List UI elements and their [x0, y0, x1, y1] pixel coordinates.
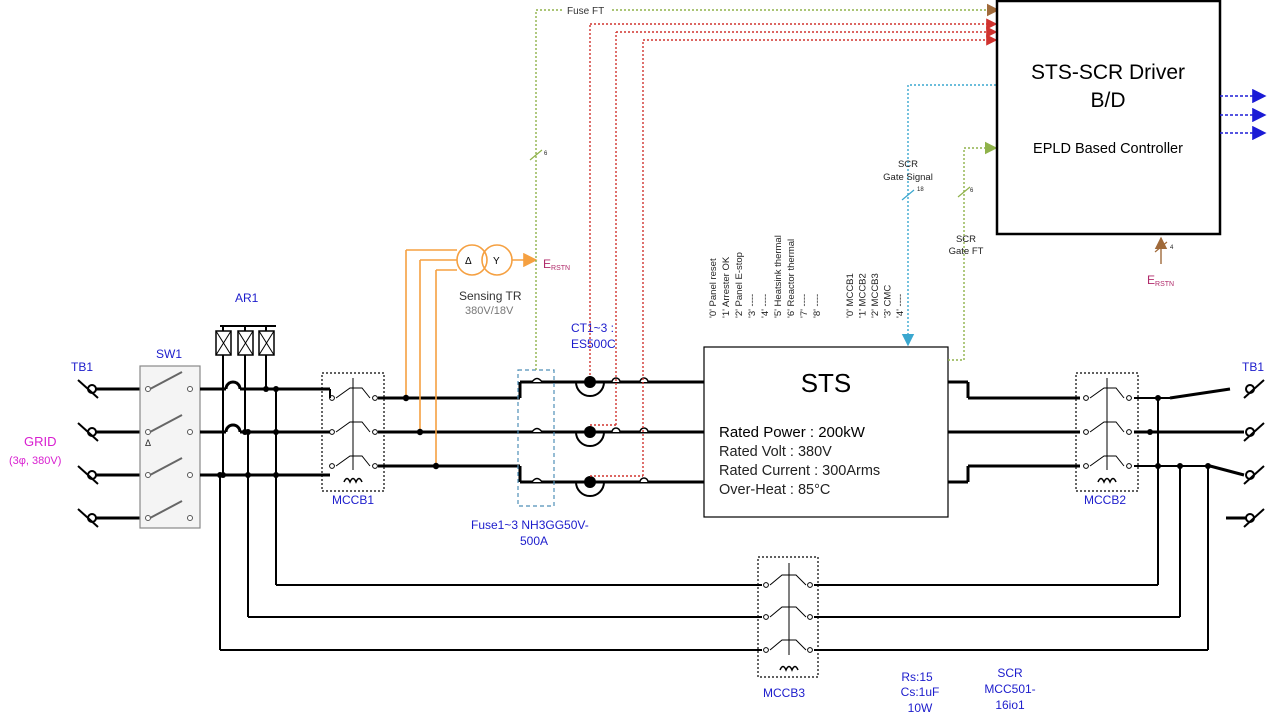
inputs-group1-item: '2' Panel E-stop: [734, 252, 745, 318]
grid-label: GRID: [24, 434, 57, 449]
e-rstn-tr-label: ERSTN: [543, 257, 570, 272]
scr-gate-ft-label2: Gate FT: [949, 246, 984, 257]
tr-delta-mark: Δ: [465, 256, 472, 267]
mccb1-breaker: [321, 372, 385, 492]
scr-gate-signal-count: 18: [917, 187, 924, 193]
driver-title2: B/D: [1090, 89, 1125, 112]
inputs-group1-item: '1' Arrester OK: [721, 256, 732, 318]
sts-box: [703, 346, 949, 518]
fuse-group-box: [517, 369, 555, 507]
driver-box: [995, 0, 1222, 236]
rs-label: Rs:15: [901, 670, 933, 684]
sensing-tr-label: Sensing TR: [459, 289, 522, 303]
inputs-group1-item: '8' ----: [812, 294, 823, 318]
sts-title: STS: [801, 368, 852, 398]
inputs-group1-item: '5' Heatsink thermal: [773, 235, 784, 318]
scr-gate-ft-label1: SCR: [956, 234, 976, 245]
fuse-label-line2: 500A: [520, 534, 548, 548]
scr-module-label3: 16io1: [995, 698, 1025, 712]
sts-rated-current: Rated Current : 300Arms: [719, 463, 880, 479]
inputs-group1-item: '4' ----: [760, 294, 771, 318]
sts-rated-volt: Rated Volt : 380V: [719, 444, 832, 460]
driver-erstn-count: 4: [1170, 245, 1174, 251]
driver-subtitle: EPLD Based Controller: [1033, 141, 1183, 157]
driver-title: STS-SCR Driver: [1031, 61, 1185, 84]
fuse-ft-label: Fuse FT: [567, 6, 604, 17]
cs-label: Cs:1uF: [901, 685, 940, 699]
scr-gate-signal-label1: SCR: [898, 159, 918, 170]
scr-gate-signal: [901, 84, 996, 347]
sts-rated-power: Rated Power : 200kW: [719, 424, 866, 441]
tb1-right-label: TB1: [1242, 360, 1264, 374]
driver-erstn-input: [1154, 236, 1168, 264]
tb1-left-label: TB1: [71, 360, 93, 374]
mccb2-label: MCCB2: [1084, 493, 1126, 507]
scr-module-label1: SCR: [997, 666, 1023, 680]
ct-label-line1: CT1~3 :: [571, 321, 614, 335]
fuse-ft-label-bg: [563, 3, 611, 17]
inputs-group2-item: '2' MCCB3: [870, 273, 881, 318]
sts-over-heat: Over-Heat : 85°C: [719, 482, 830, 498]
inputs-group2-item: '4' ----: [895, 294, 906, 318]
inputs-group1-item: '7' ----: [799, 294, 810, 318]
inputs-group1-item: '6' Reactor thermal: [786, 239, 797, 318]
tb1-right-terminals: [1226, 379, 1265, 528]
scr-gate-ft-signal: [948, 141, 998, 361]
sensing-tr-spec: 380V/18V: [465, 305, 514, 317]
mccb3-breaker: [757, 556, 819, 678]
sw1-label: SW1: [156, 347, 182, 361]
inputs-group2-item: '3' CMC: [883, 285, 894, 318]
scr-module-label2: MCC501-: [984, 682, 1035, 696]
fuse-ft-signal: [529, 3, 1000, 370]
inputs-group2-item: '0' MCCB1: [845, 273, 856, 318]
fuse-ft-count: 6: [544, 151, 548, 157]
grid-spec: (3φ, 380V): [9, 455, 61, 467]
main-bus-right: [948, 380, 1245, 650]
inputs-group2-item: '1' MCCB2: [858, 273, 869, 318]
ct-signal-lines: [589, 18, 998, 477]
inputs-group2: '0' MCCB1'1' MCCB2'2' MCCB3'3' CMC'4' --…: [845, 273, 906, 318]
ar1-arrester: [215, 325, 276, 478]
tr-y-mark: Y: [493, 256, 500, 267]
mccb2-breaker: [1075, 372, 1139, 492]
tb1-left-terminals: [77, 379, 140, 528]
bypass-bus: [220, 584, 1208, 651]
driver-outputs: [1220, 88, 1267, 141]
main-bus-middle: [378, 376, 704, 497]
sw1-delta-mark: Δ: [145, 438, 151, 448]
scr-gate-ft-count: 6: [970, 188, 974, 194]
mccb1-label: MCCB1: [332, 493, 374, 507]
sw1-switch: Δ: [139, 365, 201, 529]
fuse-label-line1: Fuse1~3 NH3GG50V-: [471, 518, 589, 532]
inputs-group1-item: '0' Panel reset: [708, 258, 719, 318]
mccb3-label: MCCB3: [763, 686, 805, 700]
ct-label-line2: ES500C: [571, 337, 616, 351]
sensing-transformer: [402, 244, 538, 470]
w-label: 10W: [908, 701, 933, 715]
scr-gate-signal-label2: Gate Signal: [883, 172, 933, 183]
inputs-group1-item: '3' ----: [747, 294, 758, 318]
inputs-group1: '0' Panel reset'1' Arrester OK'2' Panel …: [708, 235, 823, 318]
ar1-label: AR1: [235, 291, 259, 305]
e-rstn-driver-label: ERSTN: [1147, 273, 1174, 288]
main-bus-left: [200, 380, 330, 650]
